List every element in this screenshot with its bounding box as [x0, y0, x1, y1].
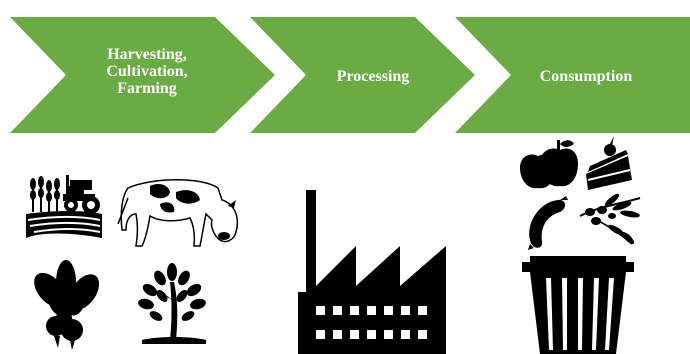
label-line: Consumption	[539, 68, 633, 85]
trash-bin-icon	[522, 256, 634, 354]
plant-icon	[138, 263, 206, 344]
cow-icon	[117, 179, 239, 247]
chevron-consumption	[455, 17, 690, 133]
label-line: Farming	[117, 80, 177, 97]
beet-icon	[34, 260, 100, 350]
label-line: Harvesting,	[107, 46, 187, 63]
apples-icon	[520, 140, 578, 189]
olives-icon	[579, 193, 641, 245]
label-harvesting: Harvesting, Cultivation, Farming	[88, 46, 206, 97]
label-consumption: Consumption	[522, 68, 650, 85]
label-line: Processing	[336, 68, 410, 85]
factory-icon	[298, 190, 446, 354]
chevron-harvesting	[10, 17, 275, 133]
label-line: Cultivation,	[106, 63, 188, 80]
label-processing: Processing	[318, 68, 428, 85]
sausage-icon	[528, 196, 568, 250]
chevron-processing	[250, 17, 475, 133]
tractor-field-icon	[26, 175, 102, 238]
cake-slice-icon	[586, 136, 632, 190]
